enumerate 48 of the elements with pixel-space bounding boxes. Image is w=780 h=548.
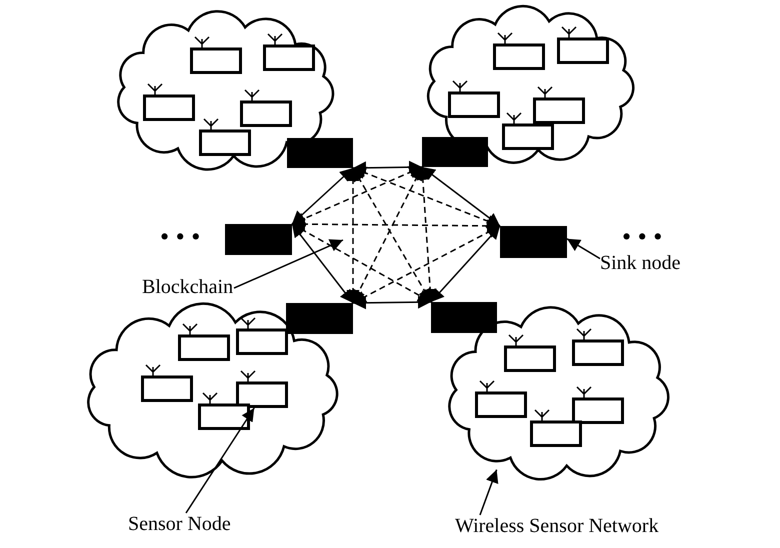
leader-line [566,238,600,260]
sensor-node-icon [143,83,195,121]
sensor-node-icon [533,86,585,124]
ellipsis-dots: • • • [622,222,662,252]
sink-node-block [422,137,488,167]
ellipsis-dots: • • • [160,222,200,252]
double-arrow [430,226,501,302]
callout-text: Wireless Sensor Network [455,515,705,539]
sensor-node-icon [240,89,292,127]
sensor-node-icon [448,80,500,118]
sensor-node-icon [190,36,242,74]
sensor-node-icon [572,328,624,366]
dashed-double-arrow [292,223,432,303]
sink-node-block [431,302,497,333]
sensor-node-icon [199,118,251,156]
sensor-node-icon [530,409,582,447]
leader-line [185,408,255,514]
sensor-node-icon [493,32,545,70]
sensor-node-icon [557,26,609,64]
dashed-double-arrow [292,166,422,225]
leader-line [479,469,498,516]
double-arrow [292,167,354,225]
sink-node-block [225,224,292,255]
sensor-node-icon [236,317,288,355]
dashed-double-arrow [416,166,437,302]
sensor-node-icon [504,334,556,372]
sensor-node-icon [502,112,554,150]
sensor-node-icon [178,323,230,361]
sensor-node-icon [198,392,250,430]
double-arrow [352,296,432,310]
sink-node-block [287,138,353,168]
double-arrow [422,166,500,227]
double-arrow [291,224,354,304]
callout-text: Blockchain [142,276,234,298]
sink-node-block [286,303,353,334]
dashed-double-arrow [352,225,500,304]
dashed-double-arrow [292,218,500,232]
callout-text: Sink node [600,252,690,274]
sensor-node-icon [475,380,527,418]
sensor-node-icon [236,370,288,408]
sensor-node-icon [141,364,193,402]
sensor-node-icon [263,33,315,71]
sensor-node-icon [572,386,624,424]
dashed-double-arrow [346,168,360,303]
sink-node-block [500,226,567,258]
leader-line [234,239,344,289]
callout-text: Sensor Node [128,513,244,535]
double-arrow [352,160,422,174]
